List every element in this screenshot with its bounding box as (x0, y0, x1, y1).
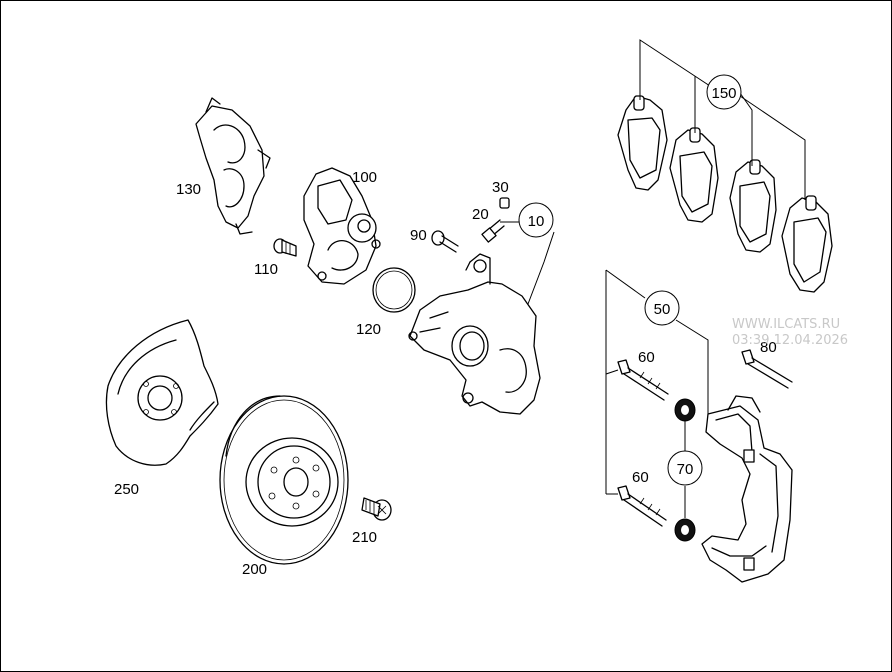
seal-ring[interactable] (372, 267, 416, 313)
label-120: 120 (356, 321, 381, 338)
bracket-bolt-upper[interactable] (617, 359, 669, 401)
leader-150 (639, 39, 806, 200)
bleeder-cap[interactable] (499, 197, 510, 209)
dust-shield[interactable] (105, 319, 219, 466)
svg-text:50: 50 (654, 301, 671, 318)
label-100: 100 (352, 169, 377, 186)
label-110: 110 (254, 261, 278, 278)
label-130: 130 (176, 181, 201, 198)
label-210: 210 (352, 529, 377, 546)
leader-50 (605, 269, 709, 518)
washer-upper[interactable] (674, 398, 696, 422)
svg-text:10: 10 (528, 213, 545, 230)
callout-10[interactable]: 10 (518, 202, 554, 238)
label-60-upper: 60 (638, 349, 655, 366)
brake-pad-set[interactable] (617, 95, 833, 293)
callout-50[interactable]: 50 (644, 290, 680, 326)
callout-150[interactable]: 150 (706, 74, 742, 110)
bracket-bolt-lower[interactable] (617, 485, 667, 527)
leader-10 (500, 221, 555, 305)
watermark-timestamp: 03:39 12.04.2026 (732, 333, 848, 348)
brake-disc[interactable] (219, 395, 349, 565)
bolt-110[interactable] (273, 238, 297, 257)
label-250: 250 (114, 481, 139, 498)
svg-text:70: 70 (677, 461, 694, 478)
bleeder-screw[interactable] (481, 219, 505, 243)
caliper-bracket[interactable] (701, 395, 793, 583)
cable-holder-bracket[interactable] (195, 97, 271, 235)
label-200: 200 (242, 561, 267, 578)
label-30: 30 (492, 179, 509, 196)
brake-caliper[interactable] (408, 253, 541, 415)
label-20: 20 (472, 206, 489, 223)
brake-pad-2[interactable] (669, 127, 719, 223)
parking-brake-actuator[interactable] (303, 167, 381, 285)
brake-pad-4[interactable] (781, 195, 833, 293)
watermark-site: WWW.ILCATS.RU (732, 317, 840, 332)
label-90: 90 (410, 227, 427, 244)
disc-screw[interactable] (361, 497, 392, 521)
svg-text:150: 150 (711, 85, 736, 102)
washer-lower[interactable] (674, 518, 696, 542)
brake-pad-1[interactable] (617, 95, 668, 191)
callout-70[interactable]: 70 (667, 450, 703, 486)
bracket-bolt-80[interactable] (741, 349, 793, 389)
brake-pad-3[interactable] (729, 159, 777, 253)
label-60-lower: 60 (632, 469, 649, 486)
caliper-bolt-90[interactable] (431, 230, 459, 253)
label-80: 80 (760, 339, 777, 356)
